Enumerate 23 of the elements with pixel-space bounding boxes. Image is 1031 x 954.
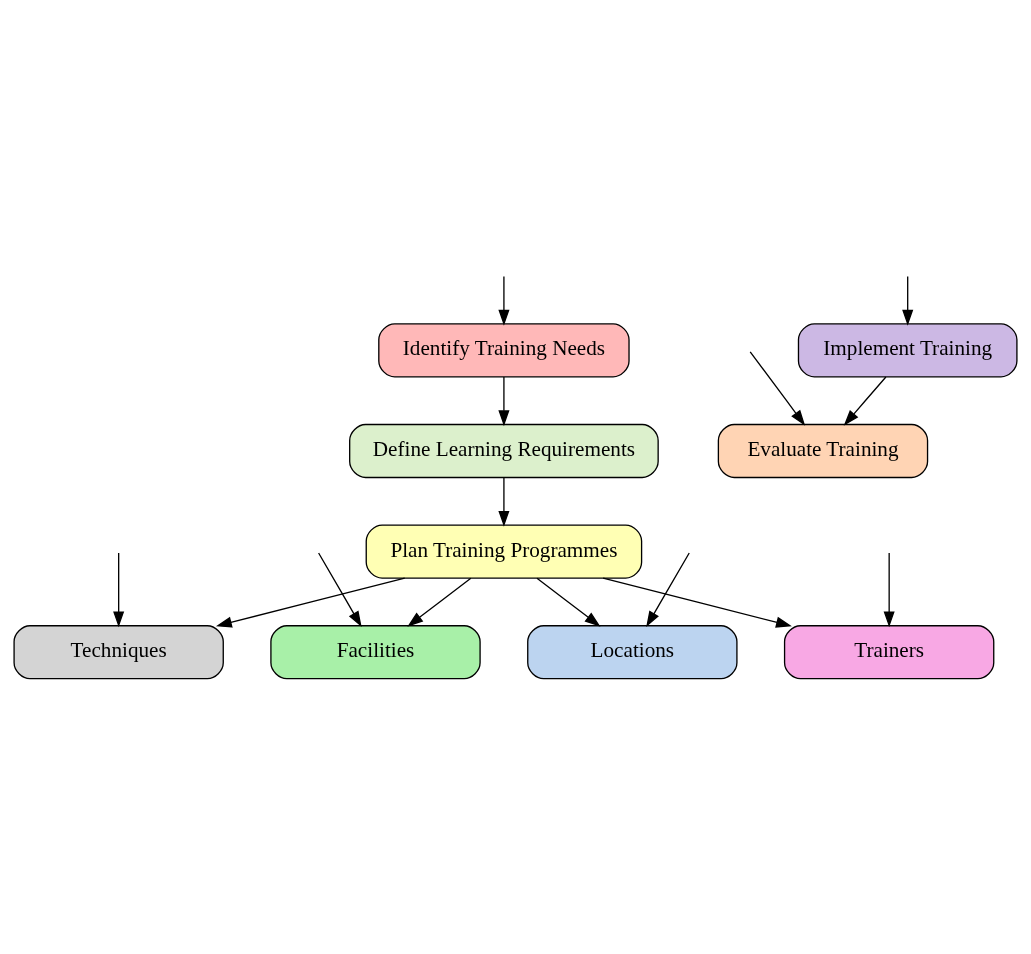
- node-box: Implement Training: [797, 323, 1018, 378]
- arrow: [498, 275, 510, 326]
- arrow: [407, 577, 472, 627]
- node-box: Identify Training Needs: [378, 323, 630, 378]
- arrow: [317, 552, 362, 628]
- node-box: Locations: [527, 625, 738, 680]
- arrow: [883, 552, 895, 628]
- arrow: [498, 376, 510, 427]
- node-box: Evaluate Training: [717, 423, 929, 479]
- node-box: Plan Training Programmes: [365, 524, 643, 579]
- arrow: [113, 552, 125, 628]
- arrow: [215, 577, 406, 628]
- node-box: Facilities: [270, 625, 481, 680]
- arrow: [902, 275, 914, 326]
- node-box: Define Learning Requirements: [349, 423, 659, 479]
- arrow: [843, 376, 887, 426]
- arrow: [536, 577, 601, 627]
- arrow: [646, 552, 690, 628]
- node-box: Techniques: [13, 625, 224, 680]
- node-box: Trainers: [783, 625, 995, 680]
- arrow: [749, 351, 806, 426]
- arrow: [498, 476, 510, 527]
- arrow: [602, 577, 792, 628]
